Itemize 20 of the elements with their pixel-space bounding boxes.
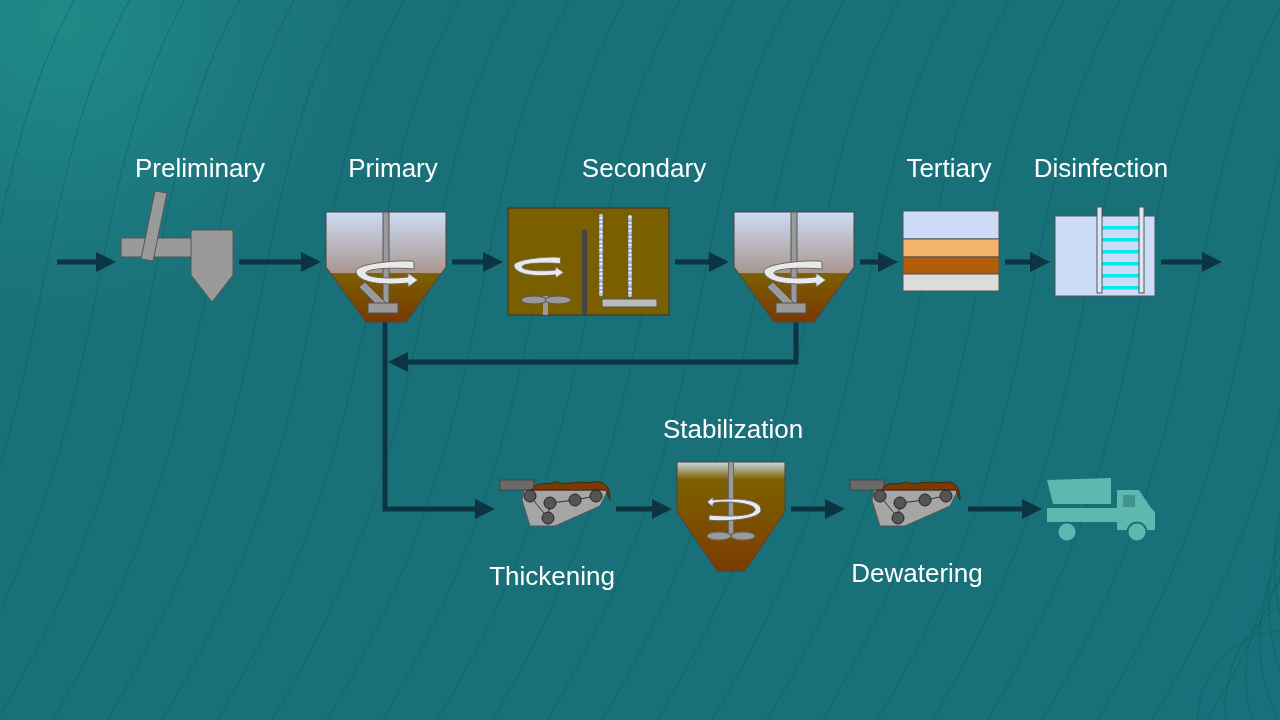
flow-arrow — [1005, 252, 1050, 272]
stage-title: Primary — [348, 154, 438, 184]
stage-title: Disinfection — [1033, 154, 1169, 184]
flow-arrow — [860, 252, 898, 272]
flow-arrow — [382, 322, 495, 519]
flow-arrow — [239, 252, 321, 272]
stage-title: Secondary — [581, 154, 707, 184]
flow-arrow — [968, 499, 1042, 519]
flow-arrow — [1161, 252, 1222, 272]
flow-arrow — [388, 322, 799, 372]
stage-title: Thickening — [489, 562, 615, 592]
flow-arrow — [452, 252, 503, 272]
stage-title: Preliminary — [135, 154, 265, 184]
flow-arrow — [675, 252, 729, 272]
flow-arrow — [616, 499, 672, 519]
flow-arrow — [791, 499, 845, 519]
stage-title: Dewatering — [851, 559, 983, 589]
flow-arrow — [57, 252, 116, 272]
stage-title: Tertiary — [906, 154, 992, 184]
stage-title: Stabilization — [662, 415, 804, 445]
